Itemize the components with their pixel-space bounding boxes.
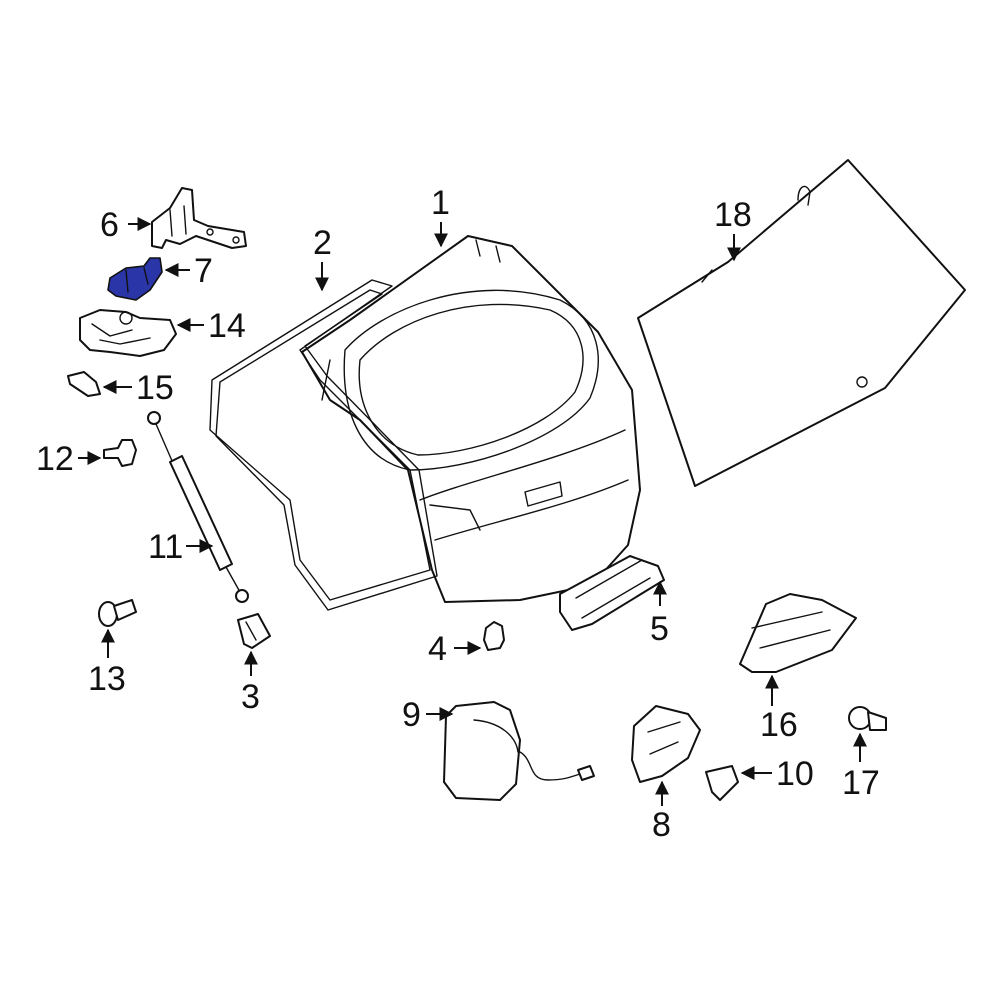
part-8-bracket[interactable] <box>631 705 701 783</box>
leader-lines <box>78 217 867 806</box>
callout-12: 12 <box>36 440 74 478</box>
part-15-clip[interactable] <box>67 371 101 397</box>
part-9-actuator[interactable] <box>443 701 595 801</box>
part-10-clip[interactable] <box>705 765 739 801</box>
callout-labels: 1 2 3 4 5 6 7 8 9 10 11 12 13 14 15 16 1… <box>36 184 880 844</box>
callout-15: 15 <box>136 369 174 407</box>
part-16-lamp-housing[interactable] <box>739 593 857 673</box>
callout-4: 4 <box>428 630 447 668</box>
callout-10: 10 <box>776 755 814 793</box>
part-6-hinge[interactable] <box>151 187 247 249</box>
callout-8: 8 <box>652 806 671 844</box>
part-2-weatherstrip[interactable] <box>209 279 438 611</box>
callout-14: 14 <box>208 307 246 345</box>
part-17-clip[interactable] <box>848 706 887 731</box>
callout-7: 7 <box>194 252 213 290</box>
part-5-handle[interactable] <box>559 555 665 631</box>
part-7-bracket-highlighted[interactable] <box>107 257 163 301</box>
callout-3: 3 <box>241 678 260 716</box>
callout-11: 11 <box>148 528 183 566</box>
callout-18: 18 <box>714 196 752 234</box>
callout-17: 17 <box>842 764 880 802</box>
callout-13: 13 <box>88 660 126 698</box>
callout-6: 6 <box>100 206 119 244</box>
part-1-liftgate[interactable] <box>301 235 641 603</box>
part-3-stud[interactable] <box>237 613 271 649</box>
callout-2: 2 <box>313 224 332 262</box>
part-18-rear-glass[interactable] <box>637 159 966 487</box>
part-13-pin[interactable] <box>98 599 137 627</box>
part-12-bolt[interactable] <box>103 439 137 467</box>
callout-5: 5 <box>650 610 669 648</box>
callout-16: 16 <box>760 706 798 744</box>
callout-9: 9 <box>402 696 421 734</box>
part-4-bumper[interactable] <box>483 621 505 651</box>
callout-1: 1 <box>431 184 450 222</box>
part-14-latch[interactable] <box>79 309 177 357</box>
part-11-strut[interactable] <box>147 411 249 603</box>
